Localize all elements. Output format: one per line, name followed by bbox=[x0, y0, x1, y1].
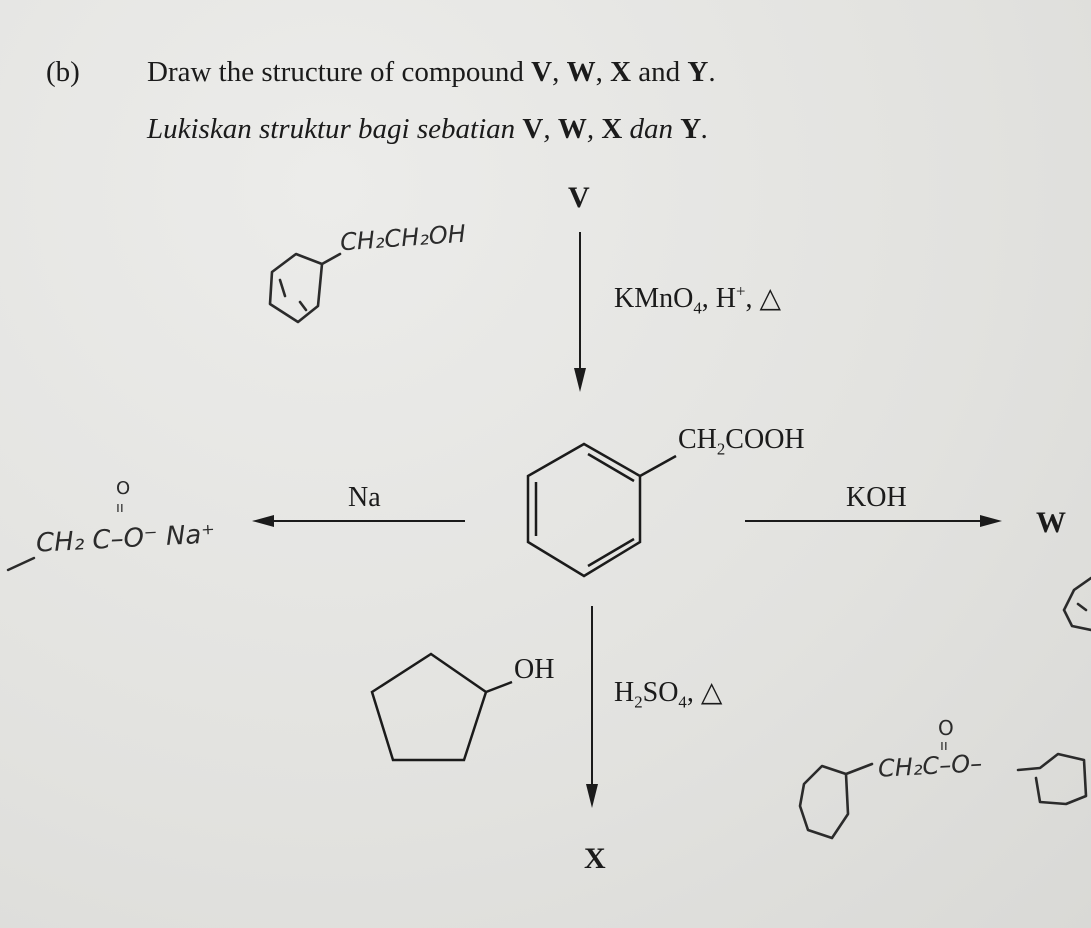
q-en-sep1: , bbox=[552, 56, 567, 88]
q-en-v: V bbox=[531, 56, 553, 88]
q-ms-y: Y bbox=[680, 113, 702, 145]
arrow-left bbox=[252, 515, 465, 527]
hand-cyclopentane-x bbox=[1016, 752, 1088, 806]
substituent-cooh: COOH bbox=[725, 424, 805, 455]
top-reagent-sub: 4 bbox=[693, 298, 702, 318]
question-label: (b) bbox=[46, 56, 80, 88]
hand-x-ester: CH₂C–O– bbox=[877, 749, 983, 783]
top-reagent-rest: , H bbox=[701, 283, 736, 314]
q-en-end: . bbox=[708, 56, 716, 88]
q-ms-and: dan bbox=[622, 113, 681, 145]
q-ms-sep2: , bbox=[586, 113, 602, 145]
left-reagent: Na bbox=[348, 482, 381, 513]
q-en-sep2: , bbox=[595, 56, 611, 88]
q-ms-w: W bbox=[557, 113, 587, 145]
right-reagent: KOH bbox=[846, 482, 907, 513]
q-ms-x: X bbox=[601, 113, 623, 145]
q-ms-end: . bbox=[701, 113, 709, 145]
bottom-reagent-tail: , △ bbox=[686, 677, 723, 708]
q-en-y: Y bbox=[687, 56, 709, 88]
bottom-reagent: H2SO4, △ bbox=[614, 675, 722, 713]
question-english: Draw the structure of compound V, W, X a… bbox=[147, 56, 716, 89]
arrow-down-top bbox=[574, 232, 586, 392]
hand-na-oxygen: O bbox=[116, 478, 131, 499]
hand-dash-left bbox=[6, 556, 36, 572]
substituent-ch: CH bbox=[678, 424, 717, 455]
compound-x-label: X bbox=[584, 842, 606, 875]
bottom-reagent-so: SO bbox=[642, 677, 679, 708]
hand-x-double-bond: ıı bbox=[940, 738, 948, 754]
center-substituent: CH2COOH bbox=[678, 424, 805, 460]
q-en-x: X bbox=[610, 56, 632, 88]
substituent-sub: 2 bbox=[716, 439, 726, 459]
top-reagent-main: KMnO bbox=[614, 283, 694, 314]
q-ms-prefix: Lukiskan struktur bagi sebatian bbox=[147, 113, 523, 145]
bottom-reagent-sub2: 4 bbox=[678, 692, 687, 712]
q-en-w: W bbox=[566, 56, 596, 88]
bottom-reagent-sub1: 2 bbox=[634, 692, 643, 712]
hand-ring-right-edge bbox=[1062, 576, 1091, 632]
hand-x-oxygen: O bbox=[938, 716, 954, 740]
top-reagent-tail: , △ bbox=[745, 283, 781, 314]
hand-na-double-bond: ıı bbox=[116, 500, 124, 516]
question-malay: Lukiskan struktur bagi sebatian V, W, X … bbox=[147, 113, 709, 146]
q-en-prefix: Draw the structure of compound bbox=[147, 56, 532, 88]
q-ms-v: V bbox=[522, 113, 544, 145]
cyclopentane-ring bbox=[370, 652, 513, 762]
q-en-and: and bbox=[631, 56, 688, 88]
compound-w-label: W bbox=[1036, 506, 1066, 539]
cyclopentanol-oh: OH bbox=[514, 654, 555, 685]
hand-benzene-v bbox=[268, 252, 342, 324]
arrow-down-bottom bbox=[586, 606, 598, 808]
top-reagent-sup: + bbox=[735, 281, 746, 301]
compound-v-label: V bbox=[568, 181, 590, 214]
q-ms-sep1: , bbox=[543, 113, 558, 145]
hand-benzene-x bbox=[798, 762, 874, 840]
bottom-reagent-h: H bbox=[614, 677, 635, 708]
benzene-ring-center bbox=[526, 442, 677, 578]
arrow-right bbox=[745, 515, 1002, 527]
top-reagent: KMnO4, H+, △ bbox=[614, 281, 781, 319]
